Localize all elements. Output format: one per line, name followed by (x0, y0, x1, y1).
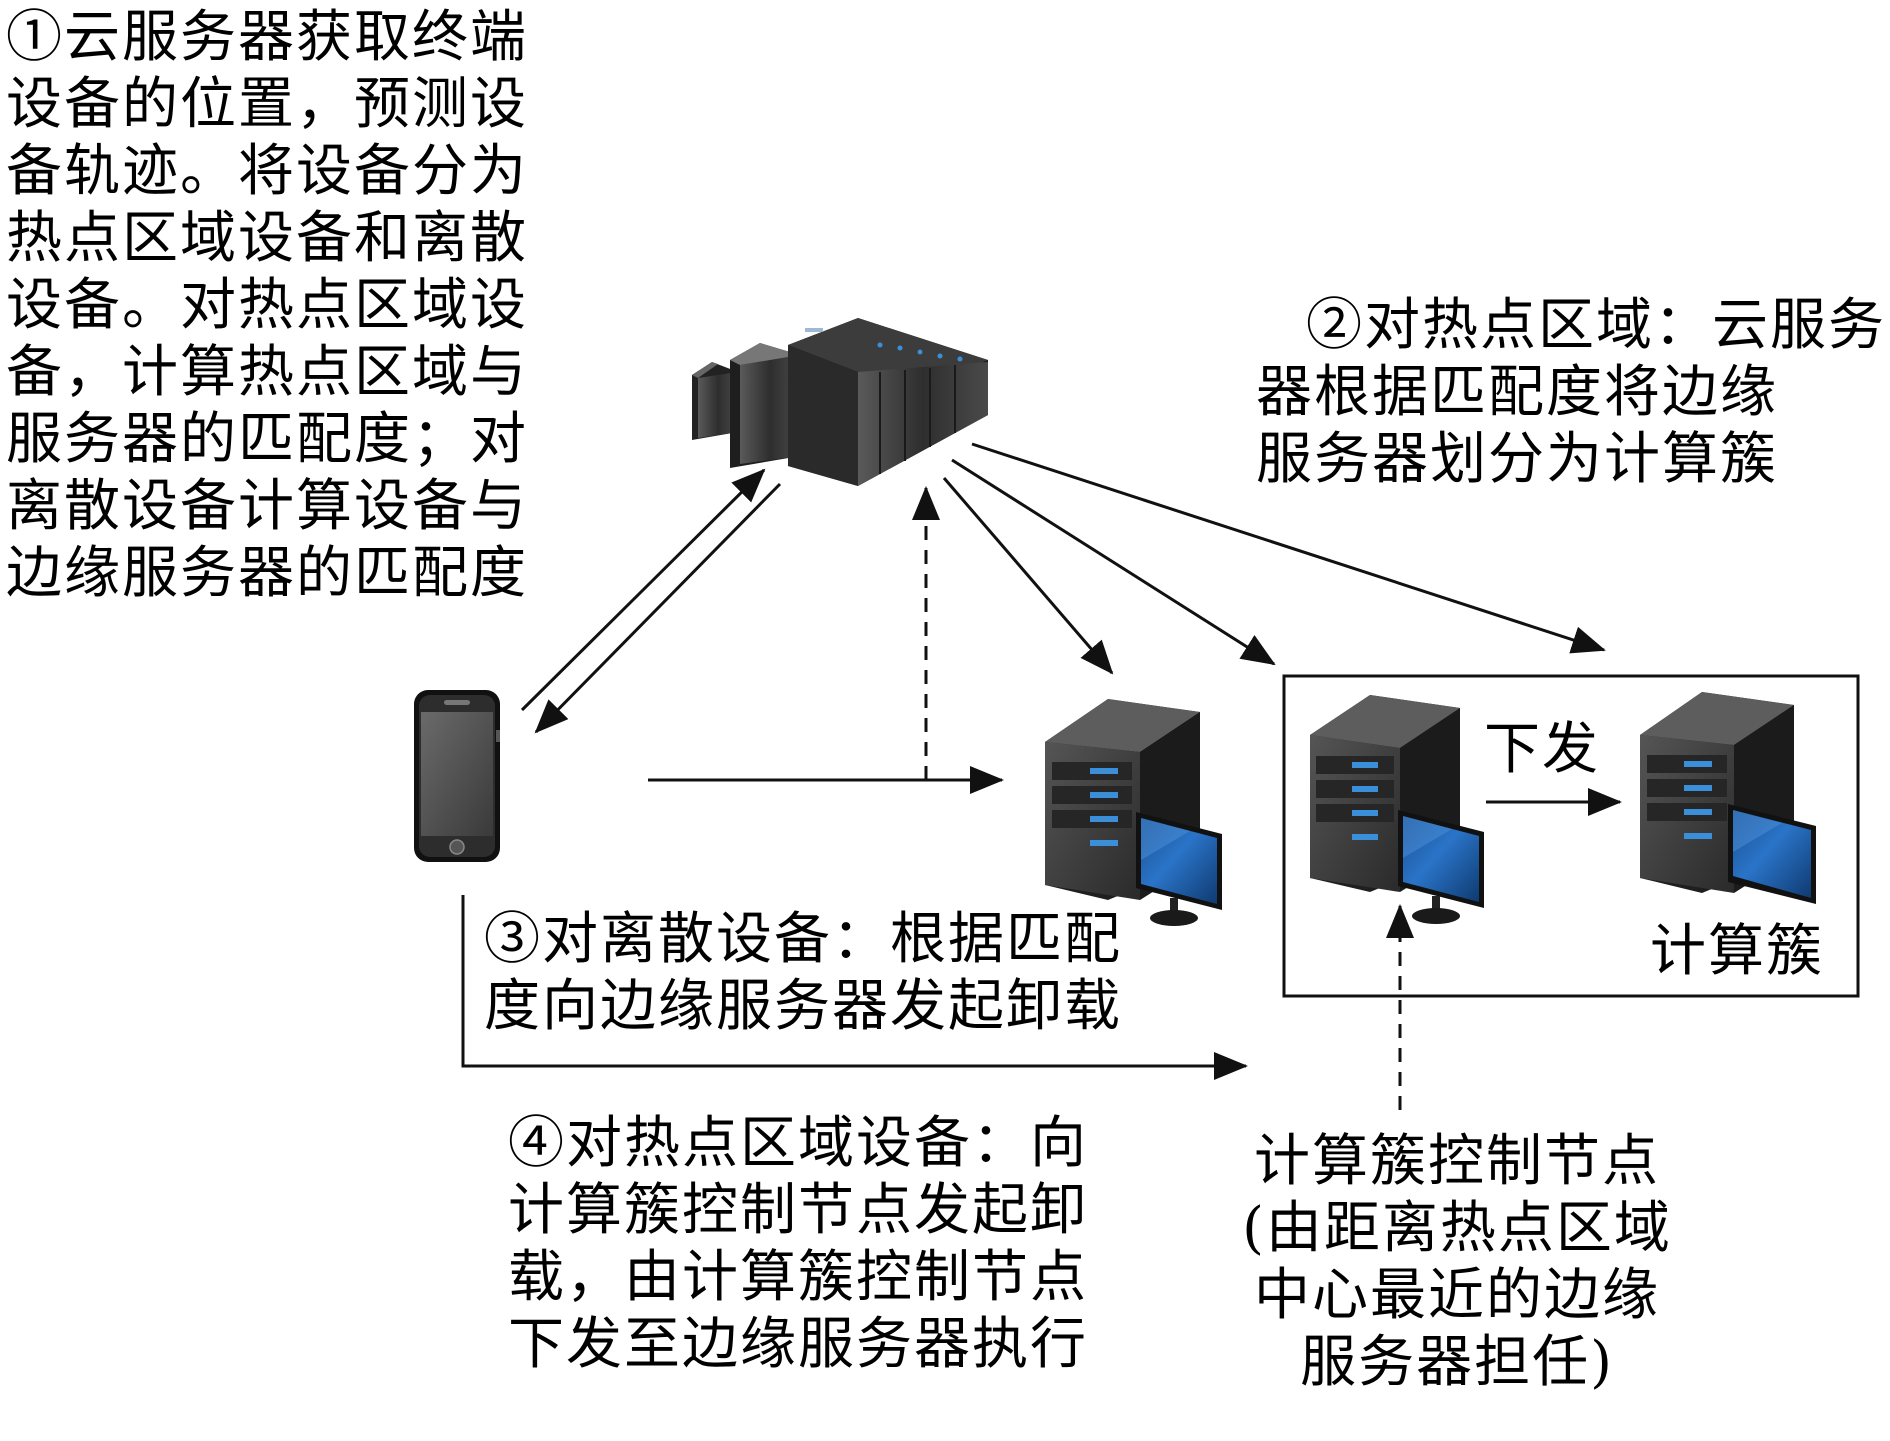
dispatch-label: 下发 (1484, 717, 1600, 782)
step2-line: 器根据匹配度将边缘 (1256, 360, 1778, 425)
control-node-line: 服务器担任) (1300, 1330, 1614, 1395)
cluster-control-node-icon (1310, 695, 1484, 924)
arrow-cloud-to-cluster (951, 458, 1276, 666)
arrow-cloud-to-phone (534, 482, 782, 734)
step1-line: 服务器的匹配度；对 (6, 407, 528, 472)
step4-line: 载，由计算簇控制节点 (508, 1245, 1088, 1310)
computing-cluster-box (1282, 674, 1860, 998)
control-node-line: 中心最近的边缘 (1254, 1263, 1660, 1328)
step2-line: 服务器划分为计算簇 (1256, 427, 1778, 492)
arrow-phone-to-cloud (520, 468, 766, 712)
step1-line: 备轨迹。将设备分为 (6, 139, 528, 204)
step1-line: 备，计算热点区域与 (6, 340, 528, 405)
arrow-cloud-to-cluster-right (971, 442, 1606, 654)
step1-line: 离散设备计算设备与 (6, 474, 528, 539)
step3-line: 度向边缘服务器发起卸载 (484, 974, 1122, 1039)
step3-description: ③对离散设备：根据匹配 度向边缘服务器发起卸载 (484, 906, 1122, 1040)
cluster-name-label: 计算簇 (1650, 919, 1824, 984)
step1-line: 设备的位置，预测设 (6, 72, 528, 137)
step1-description: ①云服务器获取终端 设备的位置，预测设 备轨迹。将设备分为 热点区域设备和离散 … (6, 4, 528, 607)
step4-line: ④对热点区域设备：向 (508, 1111, 1088, 1176)
control-node-description: 计算簇控制节点 (由距离热点区域 中心最近的边缘 服务器担任) (1192, 1128, 1722, 1396)
step4-line: 计算簇控制节点发起卸 (508, 1178, 1088, 1243)
step1-line: 设备。对热点区域设 (6, 273, 528, 338)
step3-line: ③对离散设备：根据匹配 (484, 907, 1122, 972)
step2-description: ②对热点区域：云服务 器根据匹配度将边缘 服务器划分为计算簇 (1222, 292, 1886, 493)
mobile-device-icon (414, 690, 500, 862)
step1-line: ①云服务器获取终端 (6, 5, 528, 70)
step4-line: 下发至边缘服务器执行 (508, 1312, 1088, 1377)
cluster-member-server-icon (1640, 692, 1816, 904)
arrow-phone-to-cluster-control (461, 895, 1248, 1080)
cloud-server-icon (692, 318, 988, 486)
arrow-cloud-to-edge-server (942, 477, 1114, 675)
step4-description: ④对热点区域设备：向 计算簇控制节点发起卸 载，由计算簇控制节点 下发至边缘服务… (508, 1110, 1088, 1378)
step2-line: ②对热点区域：云服务 (1306, 293, 1886, 358)
step1-line: 热点区域设备和离散 (6, 206, 528, 271)
control-node-line: (由距离热点区域 (1242, 1196, 1672, 1261)
step1-line: 边缘服务器的匹配度 (6, 541, 528, 606)
edge-server-icon (1045, 699, 1222, 926)
control-node-line: 计算簇控制节点 (1254, 1129, 1660, 1194)
